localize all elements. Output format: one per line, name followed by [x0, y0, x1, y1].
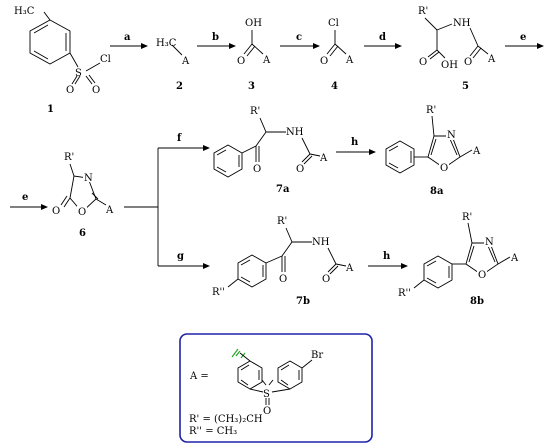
diaryl-sulfone-structure: S O Br	[231, 348, 323, 417]
oxygen-atom: O	[320, 56, 328, 67]
nitrogen-atom: N	[447, 130, 456, 141]
compound-label-6: 6	[79, 228, 86, 239]
methyl-label: H₃C	[14, 6, 35, 17]
chlorine-atom: Cl	[100, 54, 111, 65]
step-label-d: d	[379, 32, 386, 43]
arrow-h-bottom: h	[368, 251, 408, 269]
oxygen-atom: O	[419, 57, 427, 68]
amide-oxygen: O	[322, 274, 330, 285]
arrow-d: d	[364, 32, 402, 49]
a-substituent: A	[181, 56, 190, 67]
r-prime-substituent: R'	[277, 216, 287, 227]
a-substituent: A	[345, 263, 354, 274]
a-substituent: A	[105, 205, 114, 216]
r-prime-substituent: R'	[426, 105, 436, 116]
compound-label-8b: 8b	[470, 296, 484, 307]
compound-5: R' NH O OH O A 5	[418, 6, 496, 92]
chlorine-atom: Cl	[328, 18, 339, 29]
step-label-h: h	[351, 137, 359, 148]
step-label-h: h	[383, 251, 391, 262]
a-substituent: A	[345, 55, 354, 66]
compound-label-7b: 7b	[296, 296, 310, 307]
arrow-c: c	[280, 32, 320, 49]
amide-nh: NH	[312, 237, 330, 248]
a-substituent: A	[472, 146, 481, 157]
compound-7b: R'' R' NH O O A 7b	[212, 216, 354, 307]
oxygen-atom: O	[464, 57, 472, 68]
compound-label-2: 2	[176, 81, 183, 92]
compound-label-3: 3	[248, 81, 255, 92]
bromine-atom: Br	[311, 350, 323, 361]
arrow-e-first: e	[505, 32, 544, 49]
nitrogen-atom: N	[84, 173, 93, 184]
compound-3: OH O A 3	[237, 18, 271, 92]
amide-nh: NH	[286, 127, 304, 138]
legend-r-double-prime-definition: R'' = CH₃	[189, 426, 237, 437]
step-label-b: b	[212, 32, 219, 43]
step-label-g: g	[177, 251, 184, 262]
branch-connector: f g	[124, 133, 210, 269]
compound-label-7a: 7a	[276, 184, 290, 195]
carbonyl-oxygen: O	[52, 206, 60, 217]
legend-border	[179, 333, 373, 443]
ring-oxygen: O	[478, 270, 486, 281]
compound-label-4: 4	[331, 81, 338, 92]
a-substituent: A	[262, 55, 271, 66]
arrow-b: b	[197, 32, 236, 49]
ketone-oxygen: O	[279, 274, 287, 285]
hydroxyl-label: OH	[245, 18, 262, 29]
legend-box: A = S O Br R' = (CH₃)₂CH R''	[179, 333, 373, 443]
ring-oxygen: O	[440, 163, 448, 174]
a-substituent: A	[510, 253, 519, 264]
arrow-a: a	[110, 32, 148, 49]
compound-8a: R' N O A 8a	[385, 105, 481, 197]
oxygen-atom: O	[263, 406, 271, 417]
compound-label-8a: 8a	[430, 186, 444, 197]
step-label-f: f	[177, 133, 182, 144]
compound-6: R' N O O A 6	[52, 152, 114, 239]
compound-label-1: 1	[47, 104, 54, 115]
methyl-label: H₃C	[156, 38, 177, 49]
oxygen-atom: O	[92, 85, 100, 96]
arrow-h-top: h	[336, 137, 376, 155]
attachment-point	[235, 350, 241, 357]
r-prime-substituent: R'	[462, 212, 472, 223]
nitrogen-atom: N	[485, 237, 494, 248]
compound-4: Cl O A 4	[320, 18, 354, 92]
a-substituent: A	[319, 153, 328, 164]
a-substituent: A	[487, 54, 496, 65]
r-prime-substituent: R'	[64, 152, 74, 163]
hydroxyl-label: OH	[441, 60, 458, 71]
ketone-oxygen: O	[253, 164, 261, 175]
compound-7a: R' NH O O A 7a	[213, 106, 328, 195]
compound-2: H₃C A 2	[156, 38, 190, 92]
compound-1: H₃C S Cl O O 1	[14, 6, 111, 115]
legend-r-prime-definition: R' = (CH₃)₂CH	[189, 414, 263, 425]
arrow-e-second: e	[10, 192, 48, 210]
r-prime-substituent: R'	[250, 106, 260, 117]
r-prime-substituent: R'	[418, 6, 428, 17]
step-label-e: e	[520, 32, 526, 43]
step-label-e: e	[22, 192, 28, 203]
step-label-c: c	[296, 32, 302, 43]
r-double-prime-substituent: R''	[212, 287, 225, 298]
step-label-a: a	[124, 32, 131, 43]
compound-8b: R'' R' N O A 8b	[398, 212, 519, 307]
oxygen-atom: O	[66, 85, 74, 96]
sulfur-atom: S	[263, 389, 270, 400]
r-double-prime-substituent: R''	[398, 288, 411, 299]
amide-oxygen: O	[296, 164, 304, 175]
sulfur-atom: S	[75, 68, 82, 79]
oxygen-atom: O	[237, 56, 245, 67]
legend-a-definition: A =	[189, 371, 209, 382]
compound-label-5: 5	[462, 81, 469, 92]
attachment-point	[231, 348, 239, 358]
ring-oxygen: O	[78, 207, 86, 218]
amide-nh: NH	[453, 18, 471, 29]
